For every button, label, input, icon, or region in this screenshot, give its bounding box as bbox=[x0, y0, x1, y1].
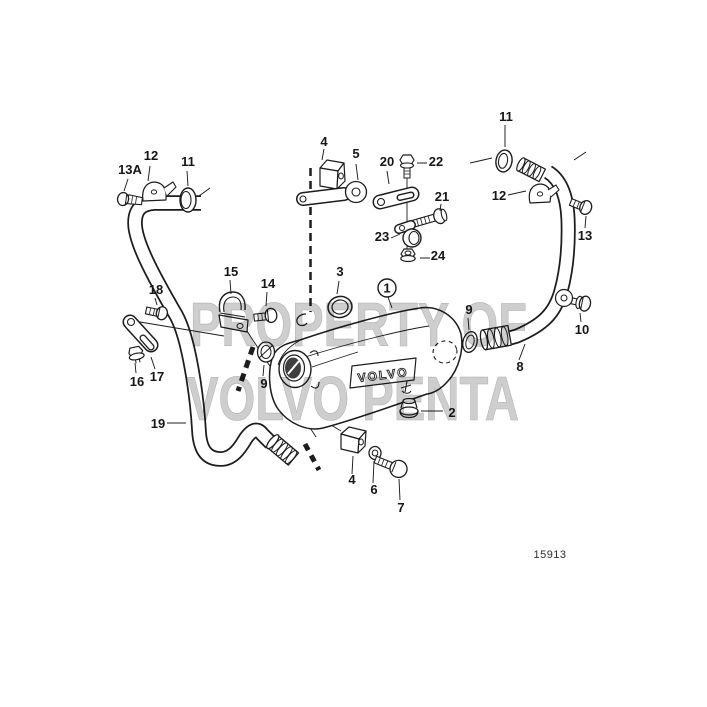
callout-5: 5 bbox=[352, 146, 359, 161]
callout-16: 16 bbox=[130, 374, 144, 389]
exhaust-pipe-8 bbox=[507, 165, 576, 346]
callout-2: 2 bbox=[448, 405, 455, 420]
muffler-brand-plate bbox=[349, 357, 417, 389]
callout-17: 17 bbox=[150, 369, 164, 384]
callout-10: 10 bbox=[575, 322, 589, 337]
callout-11-left: 11 bbox=[181, 154, 195, 169]
bolt-22 bbox=[399, 154, 415, 179]
callout-24: 24 bbox=[431, 248, 446, 263]
bolt-7 bbox=[373, 455, 408, 479]
pipe-8-mounting-tab bbox=[554, 288, 574, 308]
callout-9-right: 9 bbox=[465, 302, 472, 317]
strap-5 bbox=[296, 180, 368, 206]
strap-17 bbox=[122, 314, 159, 353]
callout-labels: 13A 12 11 4 5 20 22 21 23 24 11 12 13 10… bbox=[118, 109, 592, 515]
callout-3: 3 bbox=[336, 264, 343, 279]
callout-circle-1 bbox=[377, 278, 397, 298]
pipe-19-hose-connector bbox=[266, 434, 300, 466]
bolt-13a bbox=[116, 191, 143, 207]
seal-ring-9-right bbox=[462, 331, 478, 353]
flange-ring-11-left bbox=[179, 187, 197, 213]
muffler-body bbox=[268, 306, 463, 430]
muffler-inlet-stub bbox=[278, 349, 320, 389]
pipe-8-top-collar bbox=[516, 157, 547, 183]
drain-cross-mark bbox=[400, 380, 412, 394]
callout-13a: 13A bbox=[118, 162, 142, 177]
bolt-14 bbox=[253, 307, 278, 324]
callout-12-left: 12 bbox=[144, 148, 158, 163]
rubber-block-4-top bbox=[319, 159, 346, 190]
callout-22: 22 bbox=[429, 154, 443, 169]
clamp-15 bbox=[218, 291, 249, 333]
muffler-end-dashed-circle bbox=[432, 340, 458, 364]
callout-1: 1 bbox=[383, 281, 390, 296]
muffler-seam-line-2 bbox=[311, 351, 359, 368]
callout-leader-lines bbox=[123, 125, 587, 501]
callout-13-right: 13 bbox=[578, 228, 592, 243]
callout-21: 21 bbox=[435, 189, 449, 204]
callout-8: 8 bbox=[516, 359, 523, 374]
rubber-block-4-bottom bbox=[340, 426, 367, 454]
callout-12-right: 12 bbox=[492, 188, 506, 203]
hanger-dashed-line bbox=[296, 168, 312, 327]
clamp-12-right bbox=[528, 183, 560, 204]
pipe-break-marks bbox=[198, 151, 587, 197]
callout-4-bottom: 4 bbox=[348, 472, 356, 487]
assembly-axis-dashes-right bbox=[302, 442, 322, 472]
assembly-axis-dashes-left bbox=[235, 346, 256, 392]
watermark: PROPERTY OF VOLVO PENTA bbox=[187, 291, 528, 435]
drawing-number: 15913 bbox=[533, 549, 566, 561]
bracket-20 bbox=[372, 186, 420, 210]
nut-16 bbox=[128, 345, 145, 364]
callout-20: 20 bbox=[380, 154, 394, 169]
callout-11-right: 11 bbox=[499, 109, 513, 124]
callout-23: 23 bbox=[375, 229, 389, 244]
drain-plug-2 bbox=[399, 397, 419, 419]
pipe-8-hose-connector bbox=[479, 324, 512, 351]
callout-14: 14 bbox=[261, 276, 276, 291]
exhaust-pipe-19 bbox=[127, 195, 277, 467]
muffler-seam-line bbox=[304, 325, 430, 358]
muffler-left-cap-seam bbox=[277, 340, 300, 366]
gasket-ring-3 bbox=[327, 295, 353, 319]
callout-4-top: 4 bbox=[320, 134, 328, 149]
callout-9-left: 9 bbox=[260, 376, 267, 391]
nut-24 bbox=[400, 248, 416, 263]
callout-19: 19 bbox=[151, 416, 165, 431]
callout-7: 7 bbox=[397, 500, 404, 515]
callout-18: 18 bbox=[149, 282, 163, 297]
clamp-12-left bbox=[142, 181, 177, 202]
seal-ring-9-left bbox=[256, 341, 276, 363]
bolt-13-right bbox=[568, 198, 593, 215]
watermark-line-2: VOLVO PENTA bbox=[187, 365, 519, 434]
callout-6: 6 bbox=[370, 482, 377, 497]
bolt-18 bbox=[144, 306, 169, 321]
muffler-brand-text: VOLVO bbox=[357, 365, 409, 385]
watermark-line-1: PROPERTY OF bbox=[190, 291, 527, 360]
flange-ring-11-right bbox=[495, 149, 513, 173]
clamp-23 bbox=[394, 220, 422, 248]
callout-15: 15 bbox=[224, 264, 238, 279]
